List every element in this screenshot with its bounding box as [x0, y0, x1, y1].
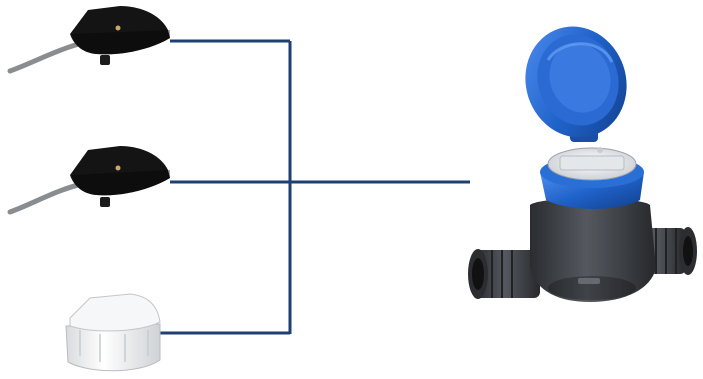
pulse-sensor-top [10, 6, 170, 71]
meter-dial-indicator [597, 147, 603, 153]
water-meter [468, 13, 697, 302]
sensor-mount-peg [100, 197, 110, 207]
meter-dial-window [560, 156, 624, 170]
sensor-cable [10, 42, 86, 71]
sensor-mount-peg [100, 55, 110, 65]
sensor-cable [10, 183, 86, 212]
sensor-led [116, 26, 121, 31]
pulse-sensor-middle [10, 146, 170, 212]
meter-label-plate [578, 278, 600, 284]
connector-lines [160, 41, 470, 334]
meter-lid-open [511, 13, 641, 150]
white-addon-module [66, 294, 160, 371]
module-top [70, 294, 160, 331]
meter-inlet-pipe [468, 249, 540, 299]
sensor-led [116, 166, 121, 171]
